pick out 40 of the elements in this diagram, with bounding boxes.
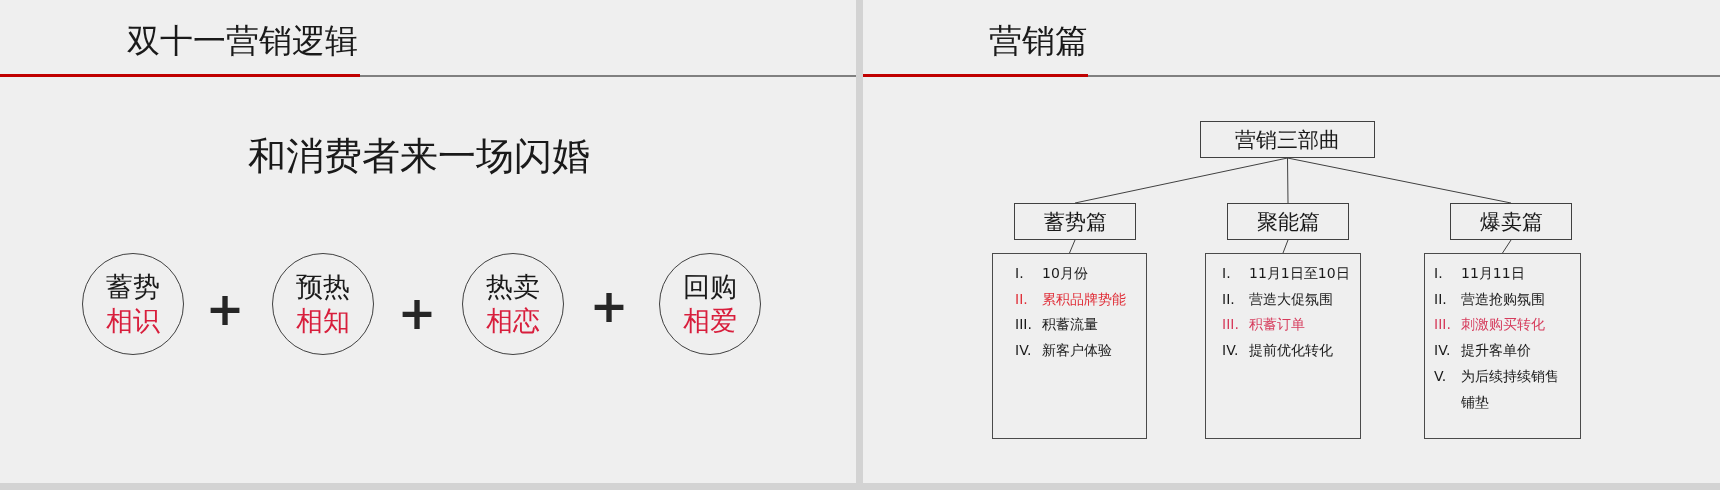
list-item: III. 积蓄流量 — [1015, 315, 1099, 335]
tree-node: 蓄势篇 — [1014, 203, 1136, 240]
connector-line — [1074, 157, 1288, 204]
list-item: III. 积蓄订单 — [1222, 315, 1306, 335]
stage-label: 回购 — [683, 270, 737, 304]
list-item: V. 为后续持续销售铺垫 — [1434, 366, 1560, 412]
plus-sign: + — [397, 290, 437, 336]
connector-line — [1287, 157, 1512, 204]
connector-line — [1069, 239, 1076, 254]
connector-line — [1287, 157, 1289, 204]
list-item: III. 刺激购买转化 — [1434, 315, 1546, 335]
stage-sublabel: 相爱 — [683, 304, 737, 338]
slide-title: 营销篇 — [989, 21, 1088, 61]
stage-sublabel: 相恋 — [486, 304, 540, 338]
stage-label: 蓄势 — [106, 270, 160, 304]
list-item: II. 累积品牌势能 — [1015, 289, 1127, 309]
list-item: II. 营造大促氛围 — [1222, 289, 1334, 309]
list-item: IV. 新客户体验 — [1015, 341, 1113, 361]
list-item: I. 11月11日 — [1434, 264, 1526, 283]
connector-line — [1502, 239, 1512, 254]
tree-node: 爆卖篇 — [1450, 203, 1572, 240]
connector-line — [1282, 239, 1289, 254]
stage-sublabel: 相知 — [296, 304, 350, 338]
tree-node: 营销三部曲 — [1200, 121, 1375, 158]
stage-label: 预热 — [296, 270, 350, 304]
slide-heading: 和消费者来一场闪婚 — [248, 133, 590, 179]
list-panel — [1205, 253, 1361, 439]
stage-sublabel: 相识 — [106, 304, 160, 338]
list-item: I. 10月份 — [1015, 264, 1089, 283]
list-item: IV. 提升客单价 — [1434, 341, 1532, 361]
tree-node: 聚能篇 — [1227, 203, 1349, 240]
slide-title: 双十一营销逻辑 — [127, 21, 358, 61]
list-item: II. 营造抢购氛围 — [1434, 289, 1546, 309]
plus-sign: + — [589, 283, 629, 329]
list-panel — [1424, 253, 1581, 439]
list-item: I. 11月1日至10日 — [1222, 264, 1351, 283]
list-item: IV. 提前优化转化 — [1222, 341, 1334, 361]
stage-label: 热卖 — [486, 270, 540, 304]
list-panel — [992, 253, 1147, 439]
plus-sign: + — [205, 286, 245, 332]
